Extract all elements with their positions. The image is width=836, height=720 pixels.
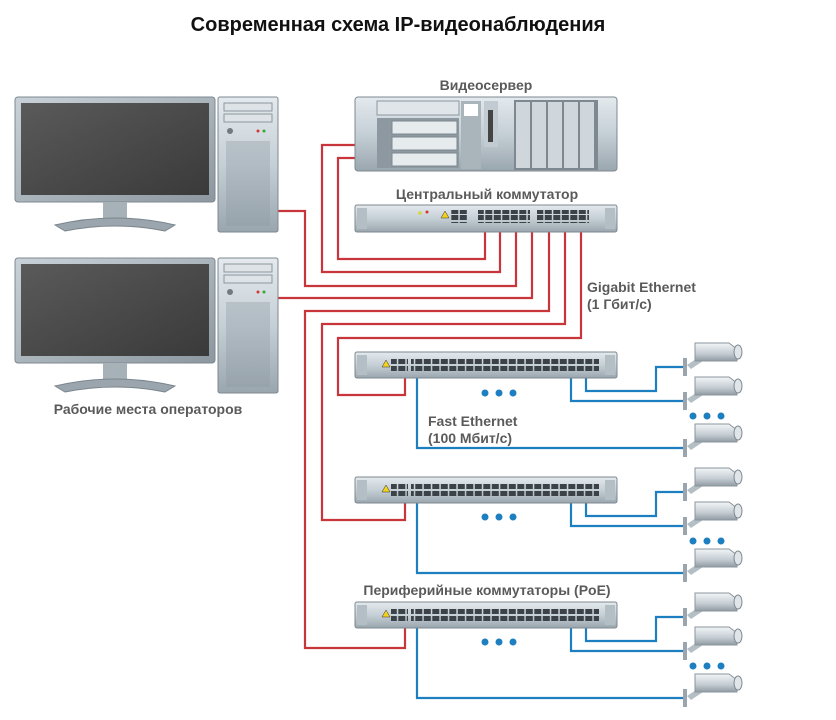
ip-camera-icon — [682, 423, 743, 458]
link-camera-2 — [569, 377, 685, 403]
server-icon — [354, 96, 618, 172]
link-peripheral-1 — [336, 232, 583, 397]
ip-camera-icon — [682, 673, 743, 708]
monitor-icon — [14, 96, 216, 232]
link-camera-6 — [415, 502, 685, 575]
monitor-icon — [14, 257, 216, 393]
ip-camera-icon — [682, 592, 743, 627]
tower-pc-icon — [217, 257, 279, 394]
link-camera-5 — [569, 502, 685, 528]
link-workstation-1 — [278, 209, 518, 288]
link-camera-7 — [584, 615, 685, 643]
link-camera-3 — [415, 377, 685, 450]
central-switch-label: Центральный коммутатор — [396, 186, 578, 202]
ellipsis-icon — [689, 662, 725, 670]
switch-icon — [354, 476, 618, 504]
ellipsis-icon — [481, 513, 517, 521]
fast-ethernet-links — [415, 365, 685, 700]
ip-camera-icon — [682, 467, 743, 502]
fast-ethernet-label-line1: Fast Ethernet — [428, 413, 518, 429]
switch-icon — [354, 351, 618, 379]
link-camera-9 — [415, 627, 685, 700]
ellipsis-icon — [689, 412, 725, 420]
link-server-b — [336, 156, 487, 261]
peripheral-switches-label: Периферийные коммутаторы (PoE) — [363, 582, 610, 598]
link-server-a — [320, 143, 502, 274]
ip-camera-icon — [682, 376, 743, 411]
fast-ethernet-label-line2: (100 Мбит/с) — [428, 430, 512, 446]
ellipsis-icon — [481, 638, 517, 646]
ip-camera-icon — [682, 501, 743, 536]
ellipsis-icon — [481, 389, 517, 397]
switch-icon — [354, 601, 618, 629]
link-camera-1 — [584, 365, 685, 393]
gigabit-links — [278, 143, 583, 650]
link-camera-4 — [584, 490, 685, 518]
link-workstation-2 — [278, 232, 534, 300]
link-peripheral-2 — [320, 232, 567, 522]
ellipsis-icon — [689, 537, 725, 545]
tower-pc-icon — [217, 96, 279, 233]
central-switch-icon — [354, 204, 618, 233]
ip-camera-icon — [682, 548, 743, 583]
ip-camera-icon — [682, 342, 743, 377]
gigabit-label-line1: Gigabit Ethernet — [587, 279, 696, 295]
diagram-title: Современная схема IP-видеонаблюдения — [191, 14, 606, 36]
video-server-label: Видеосервер — [440, 77, 533, 93]
workstations-label: Рабочие места операторов — [54, 401, 243, 417]
link-camera-8 — [569, 627, 685, 653]
link-peripheral-3 — [303, 232, 551, 650]
gigabit-label-line2: (1 Гбит/с) — [587, 296, 652, 312]
ip-camera-icon — [682, 626, 743, 661]
